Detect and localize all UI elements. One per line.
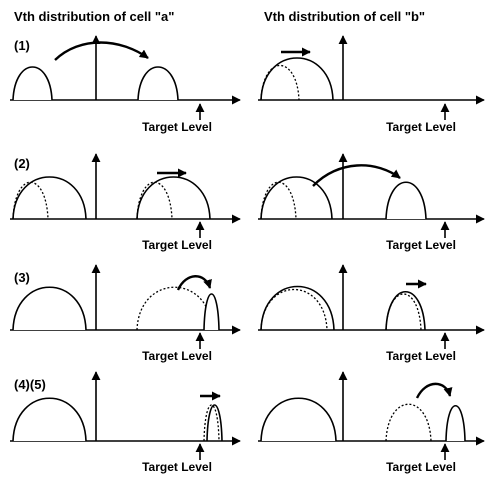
distribution-curve <box>206 404 223 442</box>
distribution-curve <box>203 293 220 331</box>
row-1-panel-a: Target Level <box>10 35 241 134</box>
target-level-label: Target Level <box>142 460 212 474</box>
previous-distribution-dotted <box>136 286 213 331</box>
distribution-curve <box>260 57 334 101</box>
distribution-curve <box>136 176 211 220</box>
title-cell-a: Vth distribution of cell "a" <box>14 9 174 24</box>
distribution-curve <box>445 405 466 442</box>
target-level-label: Target Level <box>386 460 456 474</box>
distribution-curve <box>12 397 87 442</box>
previous-distribution-dotted <box>136 181 173 220</box>
target-level-label: Target Level <box>386 349 456 363</box>
distribution-curve <box>260 176 333 220</box>
row-2-panel-b: Target Level <box>258 153 485 252</box>
row-1: Target Level Target Level <box>10 35 485 134</box>
row-2-panel-a: Target Level <box>10 153 241 252</box>
row-2: Target Level Target Level <box>10 153 485 252</box>
row-label-3: (3) <box>14 270 30 285</box>
row-3: Target Level Target Level <box>10 264 485 363</box>
distribution-curve <box>260 397 337 442</box>
target-level-label: Target Level <box>386 238 456 252</box>
title-cell-b: Vth distribution of cell "b" <box>264 9 425 24</box>
row-1-panel-b: Target Level <box>258 35 485 134</box>
distribution-curve <box>12 66 53 101</box>
previous-distribution-dotted <box>385 403 432 442</box>
row-3-panel-a: Target Level <box>10 264 241 363</box>
row-4-5-panel-b: Target Level <box>258 371 485 474</box>
row-label-1: (1) <box>14 38 30 53</box>
previous-distribution-dotted <box>385 293 422 331</box>
previous-distribution-dotted <box>260 181 297 220</box>
row-4-5: Target Level Target Level <box>10 371 485 474</box>
target-level-label: Target Level <box>142 120 212 134</box>
row-label-4-5: (4)(5) <box>14 377 46 392</box>
shift-arrow <box>176 275 212 291</box>
distribution-curve <box>12 286 87 331</box>
shift-arrow <box>54 41 149 61</box>
row-4-5-panel-a: Target Level <box>10 371 241 474</box>
previous-distribution-dotted <box>12 181 49 220</box>
previous-distribution-dotted <box>260 288 328 331</box>
distribution-curve <box>260 285 335 331</box>
target-level-label: Target Level <box>142 349 212 363</box>
row-3-panel-b: Target Level <box>258 264 485 363</box>
shift-arrow <box>312 164 401 187</box>
distribution-curve <box>385 181 427 220</box>
distribution-curve <box>385 290 426 331</box>
shift-arrow <box>415 382 453 399</box>
target-level-label: Target Level <box>386 120 456 134</box>
target-level-label: Target Level <box>142 238 212 252</box>
row-label-2: (2) <box>14 156 30 171</box>
previous-distribution-dotted <box>260 64 300 101</box>
previous-distribution-dotted <box>203 404 220 442</box>
distribution-curve <box>12 176 87 220</box>
distribution-curve <box>137 66 179 101</box>
